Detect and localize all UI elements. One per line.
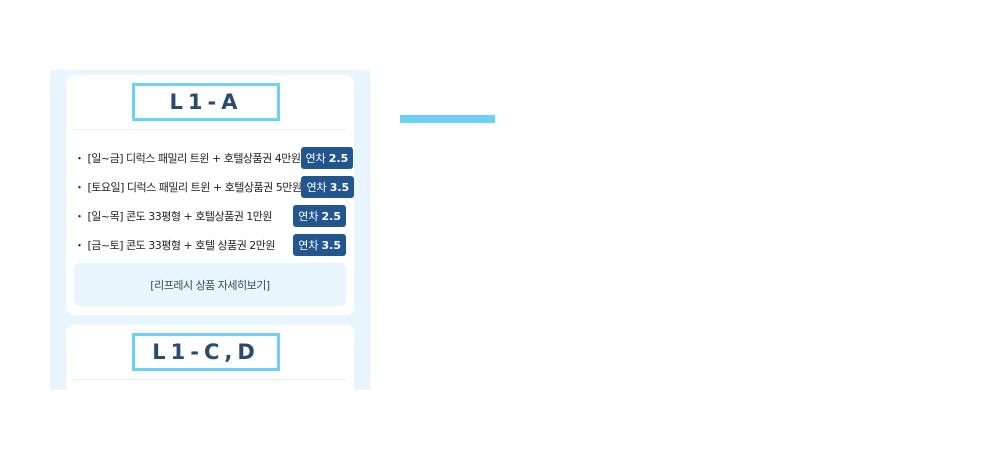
accent-bar [400, 115, 495, 123]
card-divider [74, 129, 346, 130]
option-text: ・ [토요일] 디럭스 패밀리 트윈 + 호텔상품권 5만원 [74, 180, 302, 194]
product-card-l1-cd: L1-C,D [66, 325, 354, 390]
option-text: ・ [일~목] 콘도 33평형 + 호텔상품권 1만원 [74, 209, 273, 223]
product-code: L1-A [132, 83, 280, 121]
option-text: ・ [일~금] 디럭스 패밀리 트윈 + 호텔상품권 4만원 [74, 151, 301, 165]
product-code: L1-C,D [132, 333, 280, 371]
view-details-button[interactable]: [리프레시 상품 자세히보기] [74, 263, 346, 306]
option-text: ・ [금~토] 콘도 33평형 + 호텔 상품권 2만원 [74, 238, 276, 252]
card-divider [74, 379, 346, 380]
